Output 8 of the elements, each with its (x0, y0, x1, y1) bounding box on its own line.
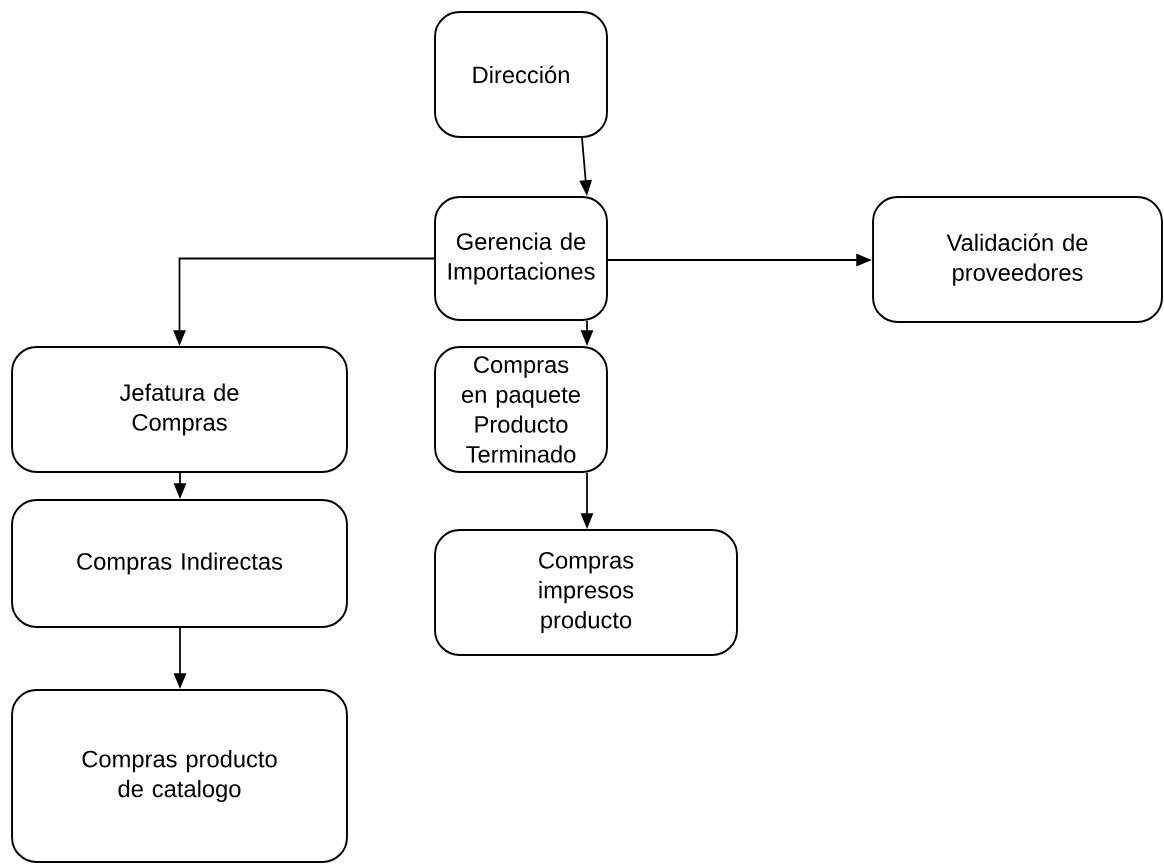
org-box: Jefatura de Compras (11, 346, 348, 473)
org-box: Compras en paquete Producto Terminado (434, 346, 608, 473)
org-box: Compras producto de catalogo (11, 689, 348, 863)
org-box: Compras impresos producto (434, 529, 738, 656)
org-box: Compras Indirectas (11, 499, 348, 628)
org-box: Dirección (434, 11, 608, 138)
org-box: Validación de proveedores (872, 196, 1163, 323)
org-box: Gerencia de Importaciones (434, 196, 608, 321)
